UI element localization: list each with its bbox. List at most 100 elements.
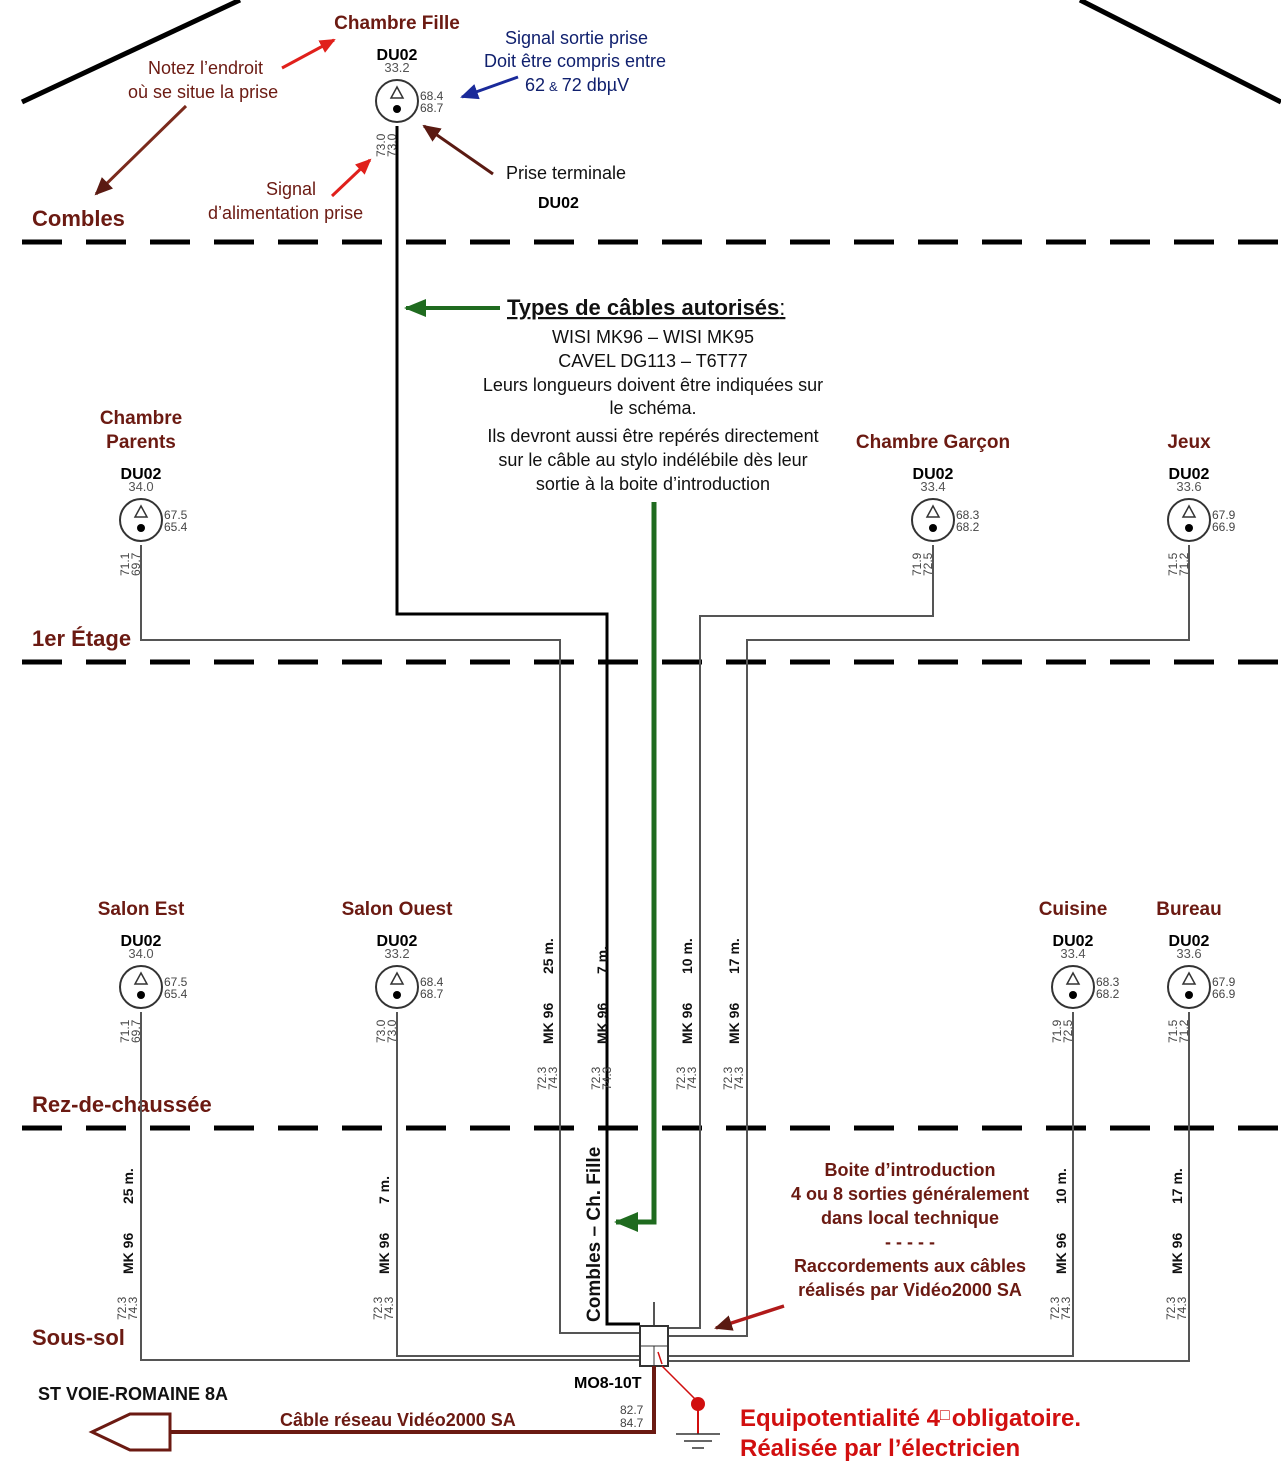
- outlet-output-value: 68.7: [420, 101, 444, 115]
- box-model-label: MO8-10T: [574, 1375, 642, 1392]
- signal-sortie-line-1: Signal sortie prise: [505, 28, 648, 48]
- boite-line: 4 ou 8 sorties généralement: [791, 1184, 1029, 1204]
- cable-length: 7 m.: [594, 946, 610, 974]
- outlet-model: DU02: [121, 933, 162, 950]
- outlet-input-value: 71.5: [1166, 552, 1180, 576]
- outlet-top-value: 33.4: [1060, 946, 1085, 961]
- room-name: Salon Est: [98, 899, 185, 920]
- types-line: WISI MK96 – WISI MK95: [552, 327, 754, 347]
- outlet-output-value: 66.9: [1212, 520, 1236, 534]
- signal-sortie-line-2: Doit être compris entre: [484, 51, 666, 71]
- arrow-to-room-name: [281, 38, 336, 70]
- outlet-top-value: 33.2: [384, 60, 409, 75]
- outlet-output-value: 65.4: [164, 520, 188, 534]
- cable-length: 25 m.: [540, 938, 556, 974]
- cable-level-value: 72.3: [535, 1066, 549, 1090]
- boite-line: - - - - -: [885, 1232, 935, 1252]
- equipotentiality-text-2: Réalisée par l’électricien: [740, 1435, 1020, 1461]
- cable-length: 25 m.: [120, 1168, 136, 1204]
- outlet-output-value: 68.7: [420, 987, 444, 1001]
- outlet-output-value: 67.5: [164, 975, 188, 989]
- outlet-socket-icon: [375, 79, 419, 123]
- cable-length: 17 m.: [726, 938, 742, 974]
- cable-length: 7 m.: [376, 1176, 392, 1204]
- outlet-input-value: 73.0: [374, 1019, 388, 1043]
- cable-level-value: 72.3: [371, 1296, 385, 1320]
- boite-line: dans local technique: [821, 1208, 999, 1228]
- room-name: Salon Ouest: [342, 899, 454, 920]
- signal-alim-line-1: Signal: [266, 179, 316, 199]
- outlet-input-value: 71.9: [1050, 1019, 1064, 1043]
- arrow-to-floor-name: [94, 104, 188, 196]
- cable-level-value: 72.3: [721, 1066, 735, 1090]
- room-name: Cuisine: [1039, 899, 1108, 920]
- cable-routes: [140, 545, 1190, 1362]
- outlet-top-value: 34.0: [128, 479, 153, 494]
- outlet-input-value: 73.0: [385, 133, 399, 157]
- cable-level-value: 72.3: [115, 1296, 129, 1320]
- outlet-output-value: 68.3: [1096, 975, 1120, 989]
- cable-level-value: 74.3: [600, 1066, 614, 1090]
- combles-fille-label: Combles – Ch. Fille: [584, 1147, 605, 1322]
- network-cable: [88, 1366, 656, 1452]
- cable-type: MK 96: [540, 1003, 556, 1044]
- outlet-model: DU02: [377, 47, 418, 64]
- boite-line: Raccordements aux câbles: [794, 1256, 1026, 1276]
- outlet-socket-icon: [1167, 498, 1211, 542]
- outlet-model: DU02: [1053, 933, 1094, 950]
- outlet-socket-icon: [911, 498, 955, 542]
- outlet-input-value: 73.0: [374, 133, 388, 157]
- outlet-socket-icon: [1051, 965, 1095, 1009]
- outlet-socket-icon: [375, 965, 419, 1009]
- outlet-model: DU02: [1169, 933, 1210, 950]
- cable-length: 10 m.: [1053, 1168, 1069, 1204]
- equipotentiality-text: Equipotentialité 4□obligatoire.: [740, 1405, 1081, 1432]
- boite-line: Boite d’introduction: [825, 1160, 996, 1180]
- outlet-input-value: 71.1: [118, 1019, 132, 1043]
- address-label: ST VOIE-ROMAINE 8A: [38, 1384, 228, 1404]
- arrow-to-terminal-outlet: [422, 124, 494, 176]
- cable-level-value: 72.3: [674, 1066, 688, 1090]
- outlet-model: DU02: [121, 466, 162, 483]
- outlet-output-value: 66.9: [1212, 987, 1236, 1001]
- outlet-model: DU02: [913, 466, 954, 483]
- floor-separators: [22, 239, 1281, 1131]
- outlet-output-value: 68.4: [420, 89, 444, 103]
- outlet-socket-icon: [119, 498, 163, 542]
- roof: [20, 0, 1281, 105]
- outlet-output-value: 67.9: [1212, 508, 1236, 522]
- outlet-top-value: 34.0: [128, 946, 153, 961]
- floor-label-rdc: Rez-de-chaussée: [32, 1092, 212, 1117]
- box-value-2: 84.7: [620, 1416, 644, 1430]
- room-name: Chambre: [100, 408, 182, 429]
- types-line: le schéma.: [609, 398, 696, 418]
- room-name: Bureau: [1156, 899, 1221, 920]
- outlet-top-value: 33.2: [384, 946, 409, 961]
- outlet-output-value: 67.9: [1212, 975, 1236, 989]
- cable-length: 17 m.: [1169, 1168, 1185, 1204]
- arrow-to-intro-box: [714, 1304, 785, 1331]
- cable-level-value: 74.3: [1059, 1296, 1073, 1320]
- outlet-input-value: 71.5: [1166, 1019, 1180, 1043]
- cable-level-value: 74.3: [685, 1066, 699, 1090]
- cable-label-c6: 72.374.3MK 967 m.: [371, 1176, 396, 1320]
- outlet-output-value: 68.2: [1096, 987, 1120, 1001]
- cable-level-value: 74.3: [1175, 1296, 1189, 1320]
- outlet-input-value: 69.7: [129, 552, 143, 576]
- cable-type: MK 96: [726, 1003, 742, 1044]
- signal-alim-line-2: d’alimentation prise: [208, 203, 363, 223]
- types-line: Leurs longueurs doivent être indiquées s…: [483, 375, 823, 395]
- floor-label-combles: Combles: [32, 206, 125, 231]
- arrow-to-output-values: [460, 75, 519, 100]
- outlet-input-value: 71.2: [1177, 1019, 1191, 1043]
- outlet-input-value: 71.9: [910, 552, 924, 576]
- outlet-top-value: 33.4: [920, 479, 945, 494]
